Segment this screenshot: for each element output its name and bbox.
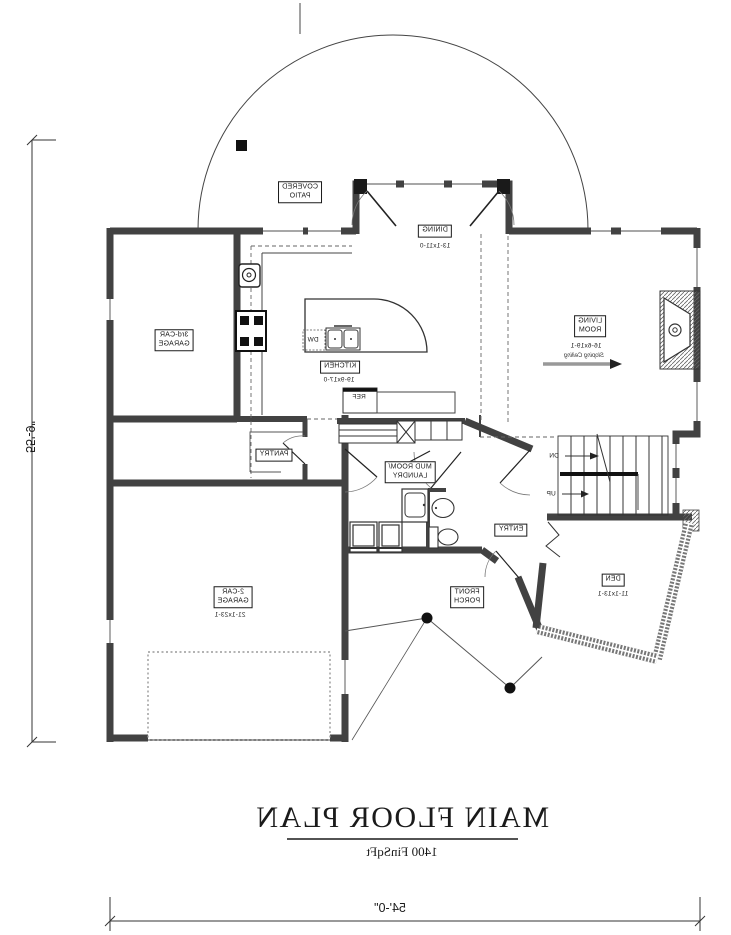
double-sink (327, 325, 359, 349)
room-label-entry: ENTRY (494, 523, 528, 537)
dimension-lines (26, 134, 706, 931)
entry-hall-door (499, 449, 531, 496)
sloping-ceiling-note: Sloping Ceiling (563, 353, 605, 359)
dimension-overall-height: 55'-9" (23, 421, 37, 453)
room-label-2-car-garage: 2-CAR GARAGE (213, 586, 253, 608)
porch-column (421, 612, 433, 624)
room-size-dining: 13-1x11-0 (419, 242, 451, 250)
patio-arc (197, 3, 589, 231)
stairs-dn-label: DN (549, 452, 559, 460)
broom-closet (396, 420, 416, 444)
room-label-dining: DINING (418, 224, 452, 238)
porch-lines (344, 617, 543, 741)
pantry-door (282, 435, 306, 465)
laundry-sink (401, 488, 429, 523)
room-label-front-porch: FRONT PORCH (449, 586, 485, 608)
stairs (557, 433, 669, 516)
dishwasher (302, 329, 326, 351)
mudroom-door (344, 448, 378, 493)
bath-sink (431, 497, 455, 519)
range-cooktop (235, 310, 267, 352)
room-label-pantry: PANTRY (255, 448, 293, 462)
refrigerator (342, 387, 378, 414)
prep-sink (238, 263, 261, 288)
room-label-covered-patio: COVERED PATIO (277, 181, 323, 203)
front-door (484, 550, 520, 579)
dw-label: DW (307, 336, 319, 344)
room-label-den: DEN (601, 573, 625, 587)
den-walls (532, 509, 700, 664)
stairs-up-label: UP (546, 490, 556, 498)
porch-column (504, 682, 516, 694)
dimension-overall-width: 54'-0" (374, 901, 406, 915)
patio-doors (351, 179, 515, 227)
garage-door-outline (147, 651, 331, 741)
room-size-den: 11-1x13-1 (597, 590, 629, 598)
toilet (428, 526, 459, 549)
room-size-living: 16-6x19-1 (570, 342, 602, 350)
room-label-3rd-car-garage: 3rd-CAR GARAGE (154, 329, 194, 351)
kitchen-island (302, 298, 428, 353)
washer-dryer (349, 521, 403, 553)
room-label-mud-laundry: MUD ROOM/ LAUNDRY (384, 461, 436, 483)
plan-title: MAIN FLOOR PLAN (254, 801, 550, 834)
room-size-kitchen: 19-9x17-0 (323, 376, 355, 384)
windows (106, 180, 701, 694)
mudroom-bench (338, 423, 398, 444)
sloping-ceiling-arrow (543, 359, 622, 369)
room-size-2-car-garage: 21-1x23-1 (214, 611, 246, 619)
fireplace (659, 290, 701, 370)
pantry-interior (249, 431, 303, 473)
plan-subtitle: 1400 FinSqFt (366, 844, 438, 859)
ref-label: REF (352, 393, 366, 401)
counter (376, 391, 456, 414)
mudroom-cabinet (414, 420, 463, 441)
room-label-kitchen: KITCHEN (319, 360, 361, 374)
room-label-living: LIVING ROOM (573, 315, 607, 337)
